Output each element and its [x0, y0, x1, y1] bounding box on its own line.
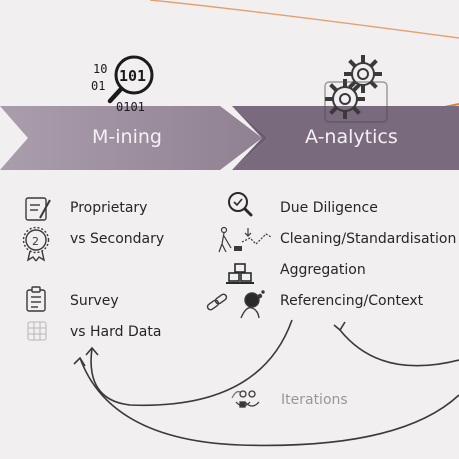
mining-item-hard-data: vs Hard Data: [70, 324, 162, 340]
grid-data-icon: [27, 321, 47, 341]
clipboard-icon: [26, 286, 46, 312]
mining-item-secondary: vs Secondary: [70, 231, 165, 247]
stage-label-analytics: A-nalytics: [305, 126, 398, 148]
mining-chevron: [0, 106, 262, 170]
mining-item-proprietary: Proprietary: [70, 200, 148, 216]
analytics-item-aggregation: Aggregation: [280, 262, 366, 278]
cleaning-chart-icon: [218, 226, 272, 253]
svg-text:2: 2: [32, 235, 39, 248]
mining-item-survey: Survey: [70, 293, 119, 309]
analytics-item-cleaning: Cleaning/Standardisation: [280, 231, 457, 247]
stacked-boxes-icon: [226, 263, 254, 284]
gears-icon: [324, 55, 388, 123]
certificate-pen-icon: [25, 197, 51, 221]
analytics-item-referencing: Referencing/Context: [280, 293, 424, 309]
magnifier-check-icon: [228, 192, 253, 217]
accent-line-top: [149, 0, 459, 39]
binary-magnifier-icon: 10 01 101 0101: [91, 55, 154, 114]
svg-text:01: 01: [91, 79, 105, 93]
svg-text:101: 101: [119, 67, 146, 85]
iterations-label: Iterations: [281, 392, 348, 408]
svg-text:10: 10: [93, 62, 107, 76]
analytics-item-due-diligence: Due Diligence: [280, 200, 378, 216]
iteration-loops: [73, 319, 459, 447]
award-2-icon: 2: [22, 226, 50, 262]
svg-text:0101: 0101: [116, 100, 145, 114]
analytics-chevron: [232, 106, 459, 170]
stage-label-mining: M-ining: [92, 126, 162, 148]
cycle-people-icon: [231, 390, 260, 408]
link-thinker-icon: [206, 290, 265, 319]
